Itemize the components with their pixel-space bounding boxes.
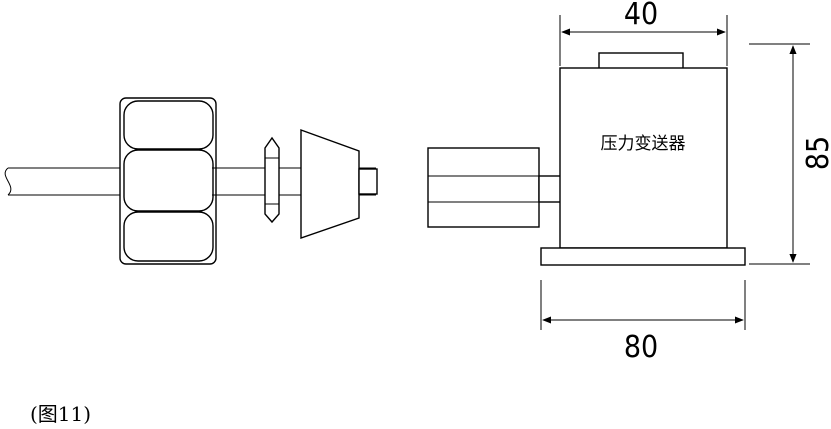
hex-nut [119,97,266,265]
transmitter-body [559,67,728,249]
dim-width-bottom-label: 80 [624,330,658,365]
dim-height-label: 85 [801,136,831,170]
dimension-top-width: 40 [559,0,728,66]
washer [264,136,280,224]
pipe-end [358,168,378,195]
pressure-transmitter: 压力变送器 [427,52,746,266]
base-plate [540,247,746,266]
figure-caption: (图11) [30,402,91,426]
dim-width-top-label: 40 [624,0,658,32]
side-port [427,147,562,228]
dimension-height: 85 [749,43,831,265]
transmitter-label: 压力变送器 [601,134,686,154]
dimension-bottom-width: 80 [540,280,746,365]
ferrule [300,129,360,239]
pipe-fitting-assembly [4,97,378,265]
